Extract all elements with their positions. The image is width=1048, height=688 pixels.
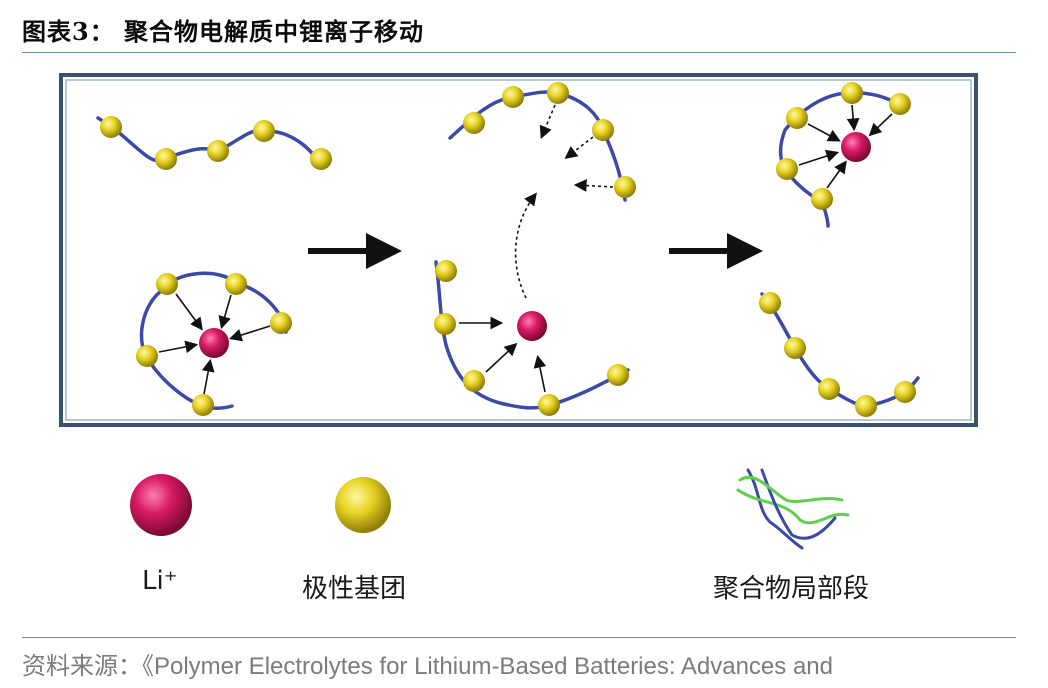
polar-group bbox=[136, 345, 158, 367]
polar-group bbox=[538, 394, 560, 416]
source-label: 资料来源： bbox=[22, 652, 142, 680]
coordination-arrow bbox=[868, 113, 893, 137]
polar-group bbox=[192, 394, 214, 416]
diagram-frame bbox=[59, 73, 978, 427]
coordination-arrow bbox=[158, 340, 199, 354]
polar-group bbox=[253, 120, 275, 142]
polar-group bbox=[855, 395, 877, 417]
polar-group bbox=[435, 260, 457, 282]
polar-group bbox=[818, 378, 840, 400]
polar-group bbox=[463, 112, 485, 134]
title-divider bbox=[22, 52, 1016, 53]
polar-group bbox=[592, 119, 614, 141]
hopping-path-arrow bbox=[514, 192, 537, 299]
polar-group bbox=[225, 273, 247, 295]
polar-group bbox=[207, 140, 229, 162]
polar-group bbox=[841, 82, 863, 104]
figure-title: 图表3： 聚合物电解质中锂离子移动 bbox=[22, 17, 425, 46]
coordination-arrow bbox=[218, 294, 232, 330]
legend-polymer-segment-icon bbox=[736, 468, 850, 550]
li-ion bbox=[841, 132, 871, 162]
attraction-arrow bbox=[573, 179, 614, 192]
polar-group bbox=[776, 158, 798, 180]
coordination-arrow bbox=[175, 293, 203, 331]
polar-group bbox=[759, 292, 781, 314]
legend-polar-group-label: 极性基团 bbox=[302, 574, 407, 604]
li-ion bbox=[517, 311, 547, 341]
source-divider bbox=[22, 637, 1016, 638]
legend-li-ion-label: Li⁺ bbox=[142, 566, 178, 596]
coordination-arrow bbox=[228, 325, 271, 342]
legend-li-ion-icon bbox=[130, 474, 192, 536]
legend-polymer-segment-label: 聚合物局部段 bbox=[713, 574, 870, 604]
polar-group bbox=[786, 107, 808, 129]
polar-group bbox=[100, 116, 122, 138]
polar-group bbox=[156, 273, 178, 295]
legend-polar-group-icon bbox=[335, 477, 391, 533]
polar-group bbox=[784, 337, 806, 359]
polar-group bbox=[811, 188, 833, 210]
coordination-arrow bbox=[798, 149, 840, 166]
coordination-arrow bbox=[485, 342, 518, 373]
polar-group bbox=[614, 176, 636, 198]
coordination-arrow bbox=[846, 104, 860, 132]
coordination-arrow bbox=[201, 358, 215, 395]
polar-group bbox=[155, 148, 177, 170]
coordination-arrow bbox=[826, 160, 847, 189]
coordination-arrow bbox=[807, 123, 841, 142]
source-text: 《Polymer Electrolytes for Lithium-Based … bbox=[142, 653, 833, 680]
polar-group bbox=[434, 313, 456, 335]
polar-group bbox=[463, 370, 485, 392]
diagram-frame-inner bbox=[65, 79, 972, 421]
source-note: 资料来源：《Polymer Electrolytes for Lithium-B… bbox=[22, 646, 833, 681]
polar-group bbox=[270, 312, 292, 334]
polar-group bbox=[547, 82, 569, 104]
li-ion bbox=[199, 328, 229, 358]
polar-group bbox=[502, 86, 524, 108]
polar-group bbox=[607, 364, 629, 386]
coordination-arrow bbox=[533, 354, 547, 393]
polar-group bbox=[889, 93, 911, 115]
polar-group bbox=[894, 381, 916, 403]
polar-group bbox=[310, 148, 332, 170]
